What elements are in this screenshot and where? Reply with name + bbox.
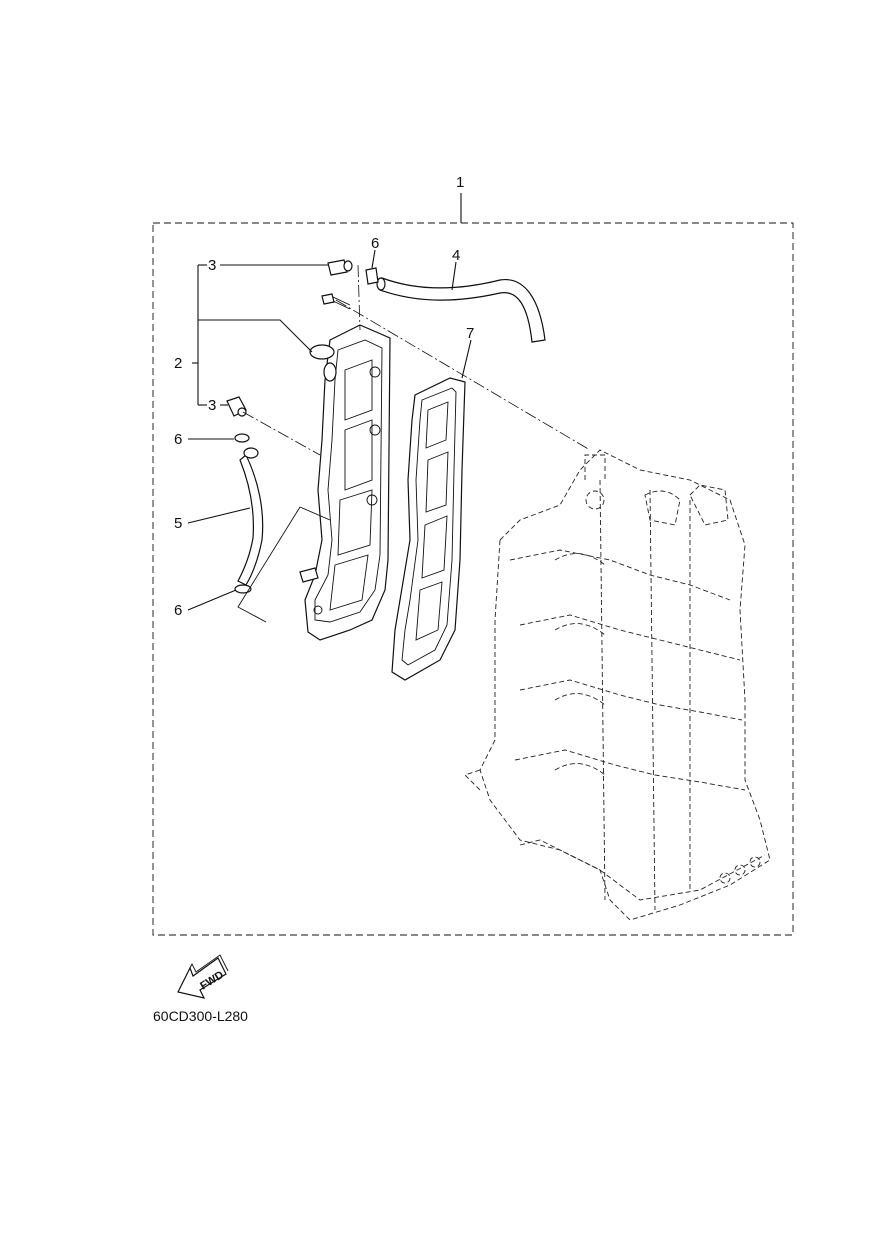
callout-6-bottom: 6: [174, 602, 182, 619]
reference-code: 60CD300-L280: [153, 1008, 248, 1024]
callout-6-top: 6: [371, 235, 379, 252]
lower-hose: [237, 447, 264, 586]
callout-3-upper: 3: [208, 257, 216, 274]
union-fitting-lower: [226, 396, 247, 417]
crankcase-block: [464, 449, 771, 921]
callout-5: 5: [174, 515, 182, 532]
callout-6-middle: 6: [174, 431, 182, 448]
upper-hose: [376, 277, 546, 343]
leader-lines: [187, 193, 591, 623]
callout-7: 7: [466, 325, 474, 342]
callout-2: 2: [174, 355, 182, 372]
hose-clamp-upper: [365, 267, 379, 285]
union-fitting-upper: [327, 259, 353, 276]
cover-gasket: [391, 377, 466, 681]
assembly-boundary-dashed: [152, 222, 794, 936]
cylinder-cover: [299, 324, 391, 641]
mounting-bolt: [321, 293, 351, 310]
hose-clamp-lower: [234, 584, 252, 594]
hose-clamp-middle: [234, 433, 250, 443]
callout-4: 4: [452, 247, 460, 264]
fwd-arrow-icon: FWD: [177, 954, 229, 999]
callout-3-lower: 3: [208, 397, 216, 414]
callout-1: 1: [456, 174, 464, 191]
